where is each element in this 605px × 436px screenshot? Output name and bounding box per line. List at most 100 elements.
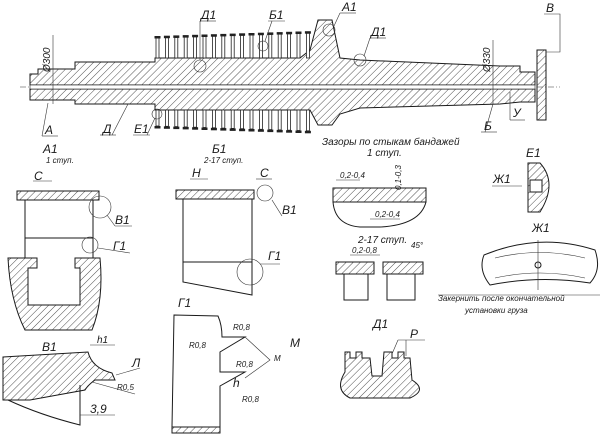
b1-label-g1: Г1 (268, 249, 281, 263)
callout-d1-right: Д1 (369, 25, 386, 39)
blade-upper-shroud (267, 32, 274, 35)
a1-label-c: C (34, 169, 43, 183)
blade-upper (202, 36, 207, 59)
blade-upper-shroud (220, 33, 227, 37)
zh1-note-line1: Закернить после окончательной (438, 294, 565, 303)
detail-view-e1: Е1 Ж1 (492, 146, 550, 213)
blade-lower (193, 109, 198, 128)
blade-lower (202, 109, 207, 128)
detail-view-a1: A1 1 ступ. C B1 Г1 (7, 142, 132, 331)
gap-dim-3: 0,2-0,4 (375, 210, 400, 219)
view-e1-arrow-label: Ж1 (492, 172, 511, 186)
blade-upper (183, 36, 188, 59)
detail-view-v1: B1 h1 Л R0,5 3,9 (2, 335, 141, 426)
blade-lower-shroud (182, 126, 189, 130)
view-zh1-title: Ж1 (531, 221, 550, 235)
blade-lower (277, 109, 282, 131)
coupling-flange (536, 49, 547, 121)
d1-label-p: Р (410, 327, 418, 341)
blade-upper-shroud (304, 31, 311, 34)
view-v1-title: B1 (42, 340, 57, 354)
blade-upper (230, 35, 235, 59)
blade-lower-shroud (276, 129, 283, 133)
blade-lower (249, 109, 254, 130)
blade-upper-shroud (229, 33, 236, 37)
blade-lower-shroud (286, 130, 293, 133)
blade-lower (155, 109, 160, 127)
callout-a1: А1 (341, 0, 357, 14)
a1-root-groove (7, 257, 102, 331)
blade-lower-shroud (192, 127, 199, 130)
view-e1-title: Е1 (526, 146, 541, 160)
zh1-note-line2: установки груза (464, 306, 528, 315)
gap-dim-5: 45° (411, 241, 424, 250)
blade-row-upper (154, 31, 311, 59)
view-b1-subtitle: 2-17 ступ. (203, 156, 243, 165)
blade-upper (249, 34, 254, 59)
blade-upper (296, 33, 301, 59)
blade-lower (296, 109, 301, 131)
rotor-shaft-upper (29, 19, 536, 86)
callout-b1: Б1 (269, 8, 283, 22)
gap-dim-2: 0,1-0,3 (394, 165, 403, 190)
callout-a: A (44, 123, 53, 137)
diameter-330-label: Ø330 (482, 47, 493, 73)
b1-label-n: Н (192, 166, 201, 180)
callout-d: Д (101, 122, 112, 136)
detail-view-b1: Б1 2-17 ступ. Н C B1 Г1 (175, 142, 297, 296)
view-a1-title: A1 (42, 142, 58, 156)
gaps-stage1-label: 1 ступ. (367, 148, 402, 159)
view-b1-title: Б1 (212, 142, 226, 156)
detail-view-g1: Г1 R0,8 R0,8 R0,8 R0,8 М М h (171, 296, 300, 434)
v1-dim-h1: h1 (97, 335, 108, 346)
blade-upper-shroud (154, 36, 161, 39)
blade-lower-shroud (239, 128, 246, 132)
detail-view-d1: Д1 Р (340, 317, 425, 399)
blade-upper-shroud (286, 31, 293, 35)
g1-dim-r08-2: R0,8 (189, 341, 206, 350)
rotor-shaft-lower (29, 88, 536, 126)
blade-upper (155, 37, 160, 59)
blade-upper (193, 36, 198, 59)
blade-lower-shroud (210, 127, 217, 131)
blade-lower-shroud (163, 126, 170, 129)
blade-upper (305, 32, 310, 59)
rotor-main-view: Ø300 Ø330 A Д Е1 Д1 Б1 А1 Д1 Б У (20, 0, 561, 137)
blade-lower-shroud (154, 126, 161, 129)
g1-dim-h: h (233, 376, 240, 390)
blade-upper-shroud (182, 35, 189, 38)
v1-label-l: Л (131, 356, 141, 370)
g1-dim-r08-4: R0,8 (242, 395, 259, 404)
blade-lower-shroud (248, 129, 255, 132)
b1-shroud (175, 189, 255, 200)
callout-b: Б (484, 119, 492, 133)
blade-lower-shroud (257, 129, 264, 132)
blade-lower-shroud (220, 128, 227, 131)
blade-upper-shroud (276, 32, 283, 35)
blade-lower (258, 109, 263, 130)
b1-label-v1: B1 (282, 203, 297, 217)
blade-lower (268, 109, 273, 131)
blade-upper (211, 35, 216, 59)
gap-dim-1: 0,2-0,4 (340, 171, 365, 180)
blade-upper-shroud (295, 31, 302, 34)
blade-lower (211, 109, 216, 129)
blade-upper-shroud (201, 34, 208, 37)
blade-lower (240, 109, 245, 130)
blade-upper-shroud (163, 35, 170, 39)
blade-lower-shroud (304, 130, 311, 134)
v1-dim-r05: R0,5 (117, 383, 134, 392)
blade-upper (174, 37, 179, 59)
callout-e1: Е1 (134, 122, 149, 136)
gap-dim-4: 0,2-0,8 (352, 246, 377, 255)
callout-u: У (512, 106, 522, 120)
gap-stage2-left (335, 261, 375, 275)
blade-upper-shroud (239, 33, 246, 36)
blade-upper (240, 34, 245, 59)
b1-label-c: C (260, 166, 269, 180)
blade-lower-shroud (201, 127, 208, 130)
blade-lower-shroud (173, 126, 180, 130)
v1-dim-39: 3,9 (90, 402, 107, 416)
a1-label-v1: B1 (115, 213, 130, 227)
g1-label-m-small: М (274, 354, 281, 363)
